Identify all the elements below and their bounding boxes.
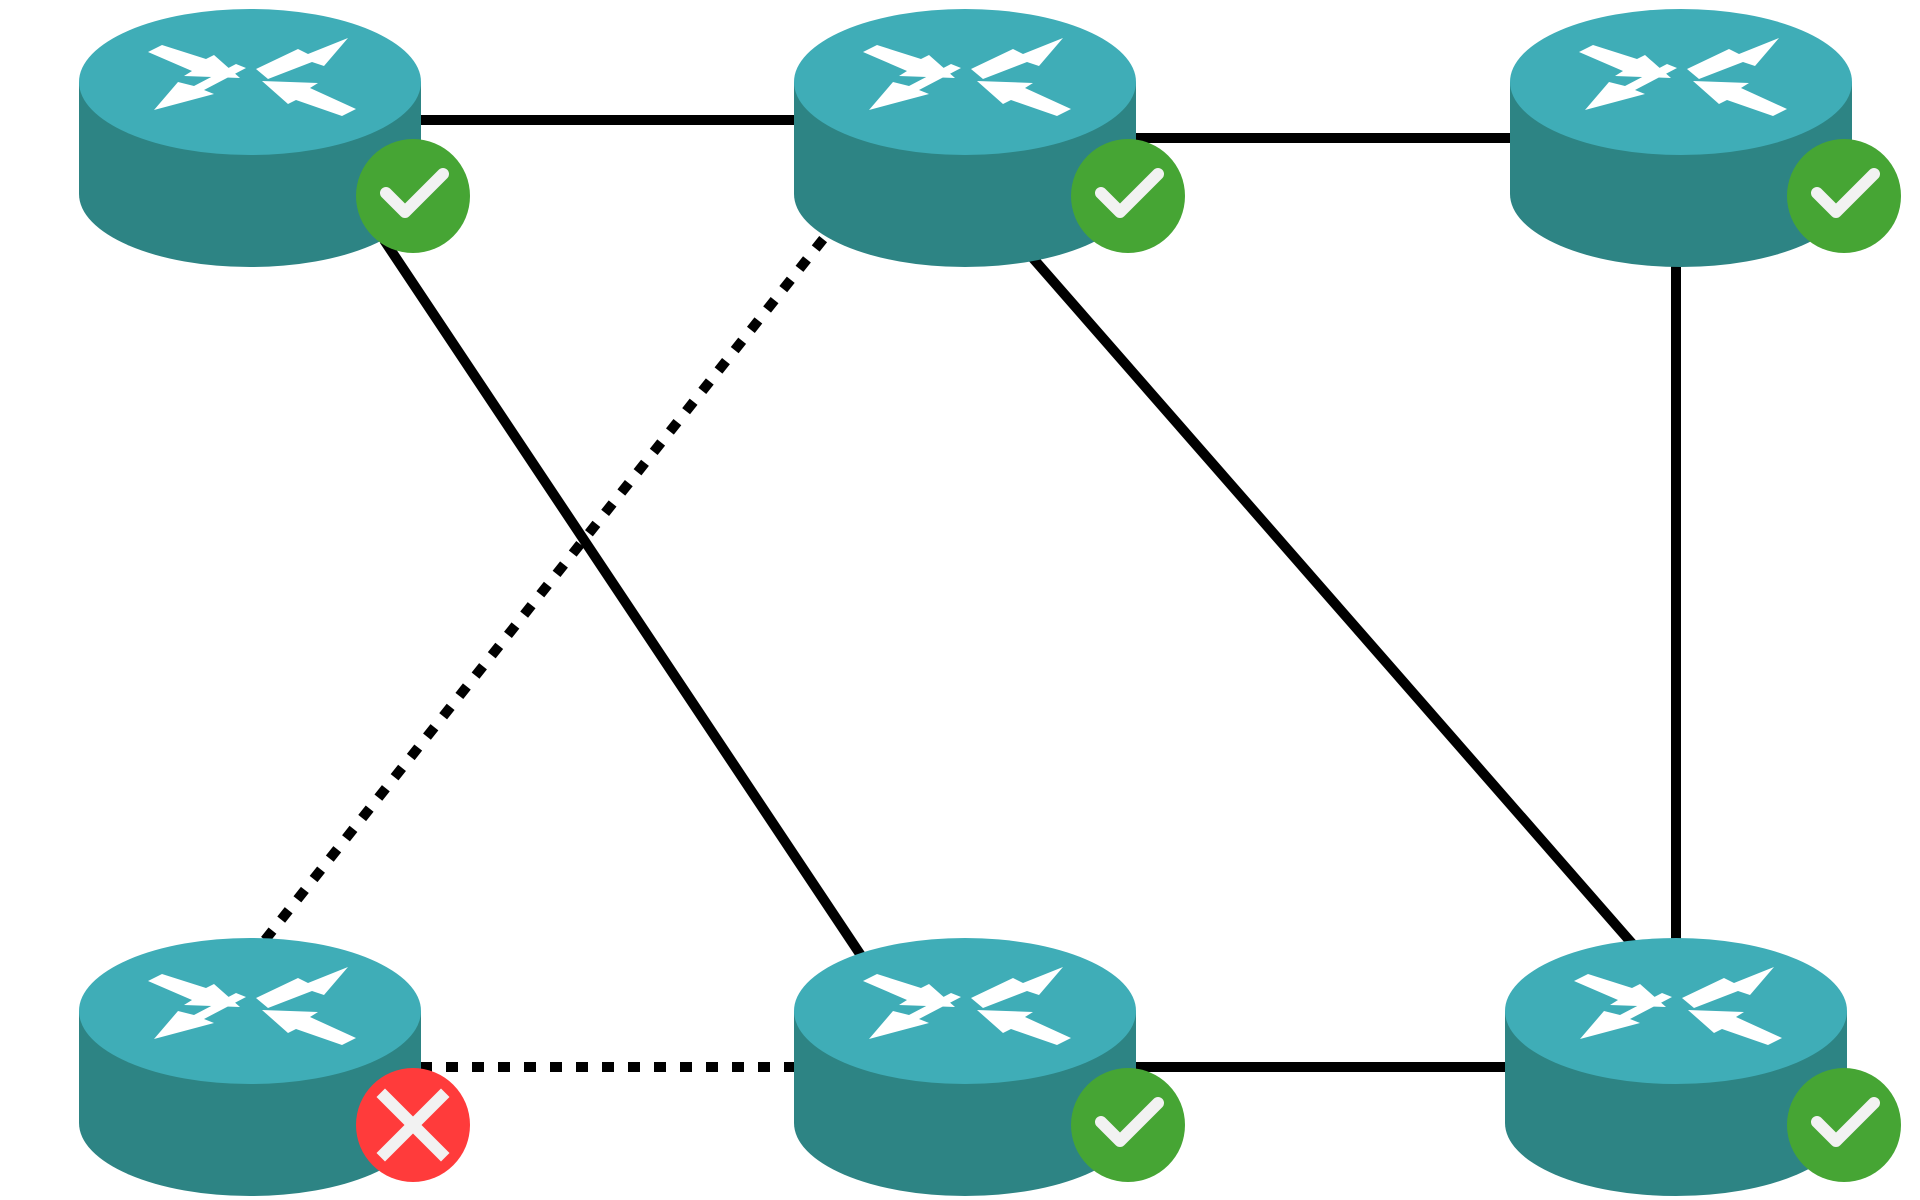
- router-6[interactable]: [1505, 938, 1847, 1196]
- router-icon: [1510, 9, 1852, 267]
- status-badge-router-4: [356, 1068, 470, 1182]
- status-badge-router-6: [1787, 1068, 1901, 1182]
- checkmark-icon: [1811, 168, 1880, 218]
- checkmark-icon: [1095, 168, 1164, 218]
- status-badge-router-5: [1071, 1068, 1185, 1182]
- x-icon: [376, 1088, 450, 1162]
- status-badge-router-2: [1071, 139, 1185, 253]
- links-layer: [261, 115, 1681, 1072]
- router-2[interactable]: [794, 9, 1136, 267]
- router-icon: [79, 9, 421, 267]
- router-1[interactable]: [79, 9, 421, 267]
- checkmark-icon: [380, 168, 449, 218]
- status-badge-router-1: [356, 139, 470, 253]
- checkmark-icon: [1811, 1097, 1880, 1147]
- link-router-2-router-6-up: [1027, 252, 1640, 952]
- router-icon: [1505, 938, 1847, 1196]
- router-4[interactable]: [79, 938, 421, 1196]
- status-badge-router-3: [1787, 139, 1901, 253]
- router-5[interactable]: [794, 938, 1136, 1196]
- router-icon: [79, 938, 421, 1196]
- link-router-4-router-2-down: [261, 229, 832, 944]
- checkmark-icon: [1095, 1097, 1164, 1147]
- router-3[interactable]: [1510, 9, 1852, 267]
- router-icon: [794, 9, 1136, 267]
- link-router-1-router-5-up: [379, 237, 867, 960]
- router-icon: [794, 938, 1136, 1196]
- nodes-layer: [79, 9, 1901, 1196]
